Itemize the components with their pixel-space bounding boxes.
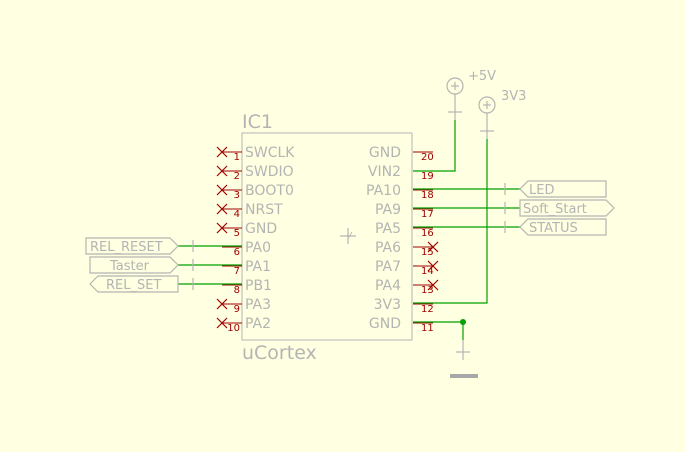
junction-dot [460,319,466,325]
no-connect-icon [427,241,439,253]
pin-name: 3V3 [374,297,401,313]
pin-number: 2 [234,171,240,182]
pin-9[interactable]: 9 PA3 [216,297,271,315]
pin-number: 10 [227,323,240,334]
pin-7[interactable]: 7 PA1 [222,259,271,277]
pin-1[interactable]: 1 SWCLK [216,145,295,163]
net-label-rel-reset[interactable]: REL_RESET [85,237,194,255]
left-pins: 1 SWCLK 2 SWDIO 3 BOOT0 4 NRST 5 GND 6 PA0 7 PA1 8 PB1 9… [216,145,295,334]
pin-15[interactable]: 15 PA6 [375,240,439,258]
pin-number: 7 [234,266,240,277]
no-connect-icon [216,146,228,158]
pin-number: 18 [421,190,434,201]
pin-name: GND [369,145,401,161]
pin-name: PA0 [245,240,271,256]
pin-17[interactable]: 17 PA9 [375,202,434,220]
ic1-refdes: IC1 [242,111,273,133]
net-label-taster-text: Taster [109,259,150,274]
pin-number: 17 [421,209,434,220]
pin-4[interactable]: 4 NRST [216,202,283,220]
pin-14[interactable]: 14 PA7 [375,259,439,277]
no-connect-icon [427,279,439,291]
pin-number: 11 [421,323,434,334]
no-connect-icon [216,298,228,310]
pin-name: PA10 [366,183,401,199]
no-connect-icon [216,317,228,329]
no-connect-icon [216,203,228,215]
pin-name: VIN2 [368,164,401,180]
no-connect-icon [216,222,228,234]
no-connect-icon [216,165,228,177]
pin-name: SWCLK [245,145,295,161]
origin-cross-icon [340,228,356,244]
power-3v3-symbol[interactable]: 3V3 [478,89,526,139]
pin-6[interactable]: 6 PA0 [222,240,271,258]
pin-name: PA6 [375,240,401,256]
power-5v-label: +5V [468,69,496,84]
net-label-soft-start-text: Soft_Start [523,202,587,217]
net-label-status[interactable]: STATUS [504,218,607,236]
pin-10[interactable]: 10 PA2 [216,316,271,334]
pin-name: GND [369,316,401,332]
pin-name: PB1 [245,278,272,294]
net-label-taster[interactable]: Taster [89,256,194,274]
pin-number: 13 [421,285,434,296]
ic1-value: uCortex [242,342,317,364]
net-label-rel-set-text: REL_SET [106,278,161,293]
pin-20[interactable]: 20 GND [369,145,434,163]
pin-name: BOOT0 [245,183,294,199]
pin-number: 20 [421,152,434,163]
pin-3[interactable]: 3 BOOT0 [216,183,294,201]
net-label-rel-reset-text: REL_RESET [90,240,163,255]
pin-name: NRST [245,202,283,218]
pin-12[interactable]: 12 3V3 [374,297,434,315]
pin-11[interactable]: 11 GND [369,316,434,334]
no-connect-icon [216,184,228,196]
pin-name: PA1 [245,259,271,275]
pin-name: PA3 [245,297,271,313]
net-label-led-text: LED [529,183,554,198]
pin-number: 8 [234,285,240,296]
power-5v-symbol[interactable]: +5V [446,69,496,120]
power-3v3-label: 3V3 [501,89,526,104]
pin-number: 9 [234,304,240,315]
wire-3v3[interactable] [413,139,488,304]
pin-name: PA4 [375,278,401,294]
pin-number: 6 [234,247,240,258]
pin-16[interactable]: 16 PA5 [375,221,434,239]
pin-18[interactable]: 18 PA10 [366,183,434,201]
pin-number: 16 [421,228,434,239]
pin-name: GND [245,221,277,237]
wire-5v[interactable] [413,120,456,172]
pin-name: PA5 [375,221,401,237]
pin-number: 12 [421,304,434,315]
pin-number: 15 [421,247,434,258]
no-connect-icon [427,260,439,272]
pin-number: 1 [234,152,240,163]
ic1-body[interactable] [241,132,413,341]
pin-19[interactable]: 19 VIN2 [368,164,434,182]
net-label-rel-set[interactable]: REL_SET [89,275,194,293]
pin-13[interactable]: 13 PA4 [375,278,439,296]
net-label-soft-start[interactable]: Soft_Start [504,199,615,217]
pin-number: 3 [234,190,240,201]
pin-name: PA2 [245,316,271,332]
pin-8[interactable]: 8 PB1 [222,278,272,296]
net-label-led[interactable]: LED [504,180,607,198]
pin-name: PA9 [375,202,401,218]
pin-5[interactable]: 5 GND [216,221,277,239]
gnd-symbol[interactable] [450,340,478,378]
pin-number: 14 [421,266,434,277]
right-pins: 20GND19VIN218PA1017PA916PA515PA614PA713P… [366,145,439,334]
pin-2[interactable]: 2 SWDIO [216,164,294,182]
pin-number: 19 [421,171,434,182]
pin-number: 4 [234,209,240,220]
net-label-status-text: STATUS [529,221,578,236]
pin-number: 5 [234,228,240,239]
pin-name: PA7 [375,259,401,275]
pin-name: SWDIO [245,164,294,180]
